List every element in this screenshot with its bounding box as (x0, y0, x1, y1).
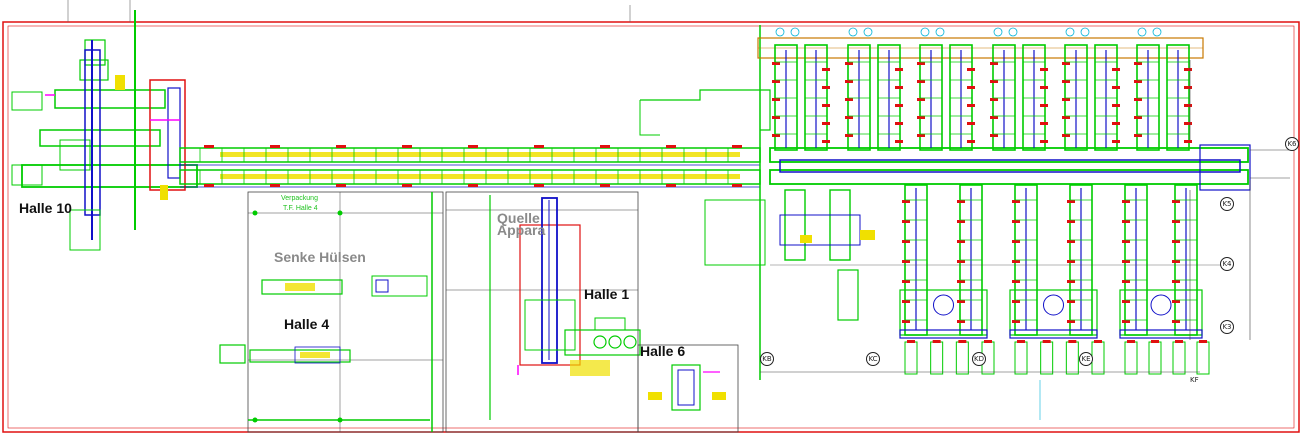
right-plant (757, 37, 1290, 191)
dimension-lines (760, 60, 1251, 420)
halle4-building (219, 191, 444, 433)
axis-k4: K4 (1220, 257, 1234, 271)
label-verpackung: Verpackung (281, 195, 318, 202)
label-halle-10: Halle 10 (19, 200, 72, 216)
halle1-building (445, 191, 641, 433)
label-apparat: Appara (497, 222, 546, 238)
axis-k3: K3 (1220, 320, 1234, 334)
label-quelle: Quelle (497, 210, 540, 226)
label-halle-4: Halle 4 (284, 316, 330, 332)
axis-k6: K6 (1285, 137, 1299, 151)
axis-kd: KD (972, 352, 986, 366)
halle6-building (637, 344, 739, 433)
label-senke-huelsen: Senke Hülsen (274, 249, 366, 265)
axis-kb: KB (760, 352, 774, 366)
lower-production-lines (779, 184, 1210, 375)
halle10-cluster (11, 10, 198, 251)
upper-production-lines (772, 27, 1192, 151)
axis-ke: KE (1079, 352, 1093, 366)
drawing-frame (2, 21, 1300, 433)
axis-k5: K5 (1220, 197, 1234, 211)
label-halle-6: Halle 6 (640, 343, 686, 359)
main-conveyor (179, 147, 761, 188)
axis-kf: KF (1190, 376, 1199, 384)
connector-building (639, 25, 771, 380)
conveyor-segment-markers (199, 145, 742, 187)
drawing-inner-frame (7, 25, 1295, 429)
label-tf-halle4: T.F. Halle 4 (283, 205, 318, 212)
label-halle-1: Halle 1 (584, 286, 630, 302)
axis-kc: KC (866, 352, 880, 366)
